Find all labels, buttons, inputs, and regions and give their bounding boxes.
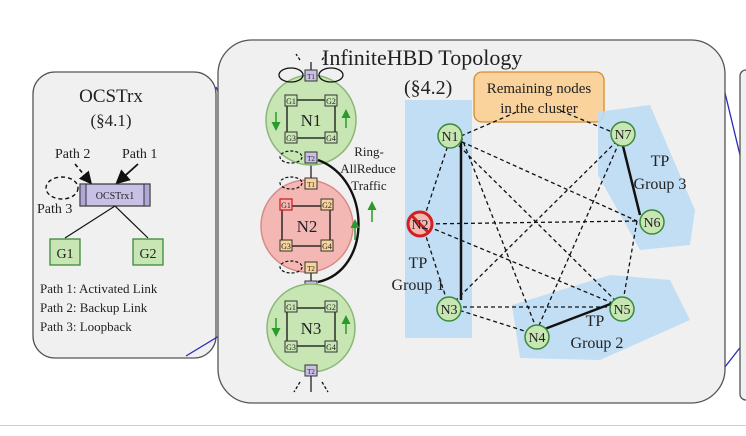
svg-text:G3: G3 bbox=[281, 242, 291, 251]
svg-text:G3: G3 bbox=[286, 343, 296, 352]
path3-loop bbox=[45, 176, 79, 200]
legend-path3: Path 3: Loopback bbox=[40, 319, 132, 334]
svg-text:G1: G1 bbox=[286, 97, 296, 106]
svg-text:T2: T2 bbox=[307, 265, 315, 273]
tp2-link bbox=[541, 301, 614, 332]
svg-text:G2: G2 bbox=[322, 201, 332, 210]
tp3-link bbox=[620, 141, 642, 216]
stack-t1-top-label: T1 bbox=[307, 73, 315, 81]
legend-path1: Path 1: Activated Link bbox=[40, 281, 158, 296]
traffic-label3: Traffic bbox=[351, 178, 387, 193]
ocs-g1-box bbox=[49, 238, 81, 266]
svg-text:G4: G4 bbox=[322, 242, 332, 251]
traffic-label2: AllReduce bbox=[340, 161, 396, 176]
path2-label: Path 2 bbox=[55, 147, 90, 162]
svg-text:N6: N6 bbox=[643, 216, 660, 231]
bottom-divider bbox=[0, 425, 746, 436]
svg-text:G2: G2 bbox=[326, 97, 336, 106]
svg-text:N2: N2 bbox=[411, 218, 428, 233]
svg-text:N5: N5 bbox=[613, 303, 630, 318]
ocstrx-panel: OCSTrx (§4.1) Path 2 Path 1 Path 3 OCSTr… bbox=[32, 71, 217, 359]
svg-text:N7: N7 bbox=[614, 128, 631, 143]
ring-node-n7: N7 bbox=[610, 121, 636, 147]
tp-group1-label2: Group 1 bbox=[392, 277, 445, 294]
ring-node-n3: N3 bbox=[436, 296, 462, 322]
path1-label: Path 1 bbox=[122, 147, 157, 162]
topology-title: InfiniteHBD Topology bbox=[322, 45, 522, 70]
ocstrx-section: (§4.1) bbox=[90, 111, 131, 130]
ocs-g2-label: G2 bbox=[139, 247, 156, 262]
stack-node-n1: N1 G1 G2 G3 G4 bbox=[265, 74, 357, 166]
svg-text:G2: G2 bbox=[326, 303, 336, 312]
ocs-g2-box bbox=[132, 238, 164, 266]
svg-text:N1: N1 bbox=[441, 130, 458, 145]
path2-arrow bbox=[74, 163, 93, 185]
tp-group1-label1: TP bbox=[409, 255, 428, 272]
ring-node-n6: N6 bbox=[639, 209, 665, 235]
svg-text:G1: G1 bbox=[281, 201, 291, 210]
remaining-line1: Remaining nodes bbox=[487, 81, 592, 97]
stack-t1-top bbox=[304, 69, 318, 82]
svg-text:N1: N1 bbox=[301, 111, 322, 130]
svg-text:N3: N3 bbox=[301, 319, 322, 338]
stack-node-n3: N3 G1 G2 G3 G4 bbox=[266, 283, 356, 373]
svg-text:G4: G4 bbox=[326, 134, 336, 143]
svg-text:T2: T2 bbox=[307, 368, 315, 376]
ring-node-n2-failed: N2 bbox=[406, 210, 434, 238]
ring-connections bbox=[421, 110, 638, 336]
svg-text:N3: N3 bbox=[440, 303, 457, 318]
ring-node-n4: N4 bbox=[524, 324, 550, 350]
stack-t2-a bbox=[304, 151, 318, 164]
legend-path2: Path 2: Backup Link bbox=[40, 300, 148, 315]
svg-text:N4: N4 bbox=[528, 331, 545, 346]
tp-group2-label1: TP bbox=[586, 313, 605, 330]
path3-label: Path 3 bbox=[37, 202, 72, 217]
remaining-line2: in the cluster bbox=[500, 101, 577, 117]
stack-node-n2-failed: N2 G1 G2 G3 G4 bbox=[260, 179, 354, 273]
svg-text:T1: T1 bbox=[307, 181, 315, 189]
svg-text:G3: G3 bbox=[286, 134, 296, 143]
path1-arrow bbox=[115, 163, 139, 185]
svg-text:N2: N2 bbox=[297, 217, 318, 236]
ocs-g1-label: G1 bbox=[56, 247, 73, 262]
traffic-label1: Ring- bbox=[354, 144, 384, 159]
tp-group3-label2: Group 3 bbox=[634, 176, 687, 193]
stack-t2-bottom bbox=[304, 364, 318, 377]
tp-group3-label1: TP bbox=[651, 153, 670, 170]
topology-section: (§4.2) bbox=[404, 77, 452, 99]
svg-text:T2: T2 bbox=[307, 155, 315, 163]
next-panel-edge bbox=[739, 69, 746, 401]
ocstrx-title: OCSTrx bbox=[79, 86, 143, 107]
remaining-nodes-box bbox=[473, 71, 605, 123]
ring-node-n1: N1 bbox=[437, 123, 463, 149]
svg-text:G4: G4 bbox=[326, 343, 336, 352]
tp-group2-region bbox=[512, 275, 690, 360]
ring-node-n5: N5 bbox=[609, 296, 635, 322]
svg-text:G1: G1 bbox=[286, 303, 296, 312]
tp-group2-label2: Group 2 bbox=[571, 335, 624, 352]
ocstrx-box-label: OCSTrx1 bbox=[96, 191, 135, 202]
